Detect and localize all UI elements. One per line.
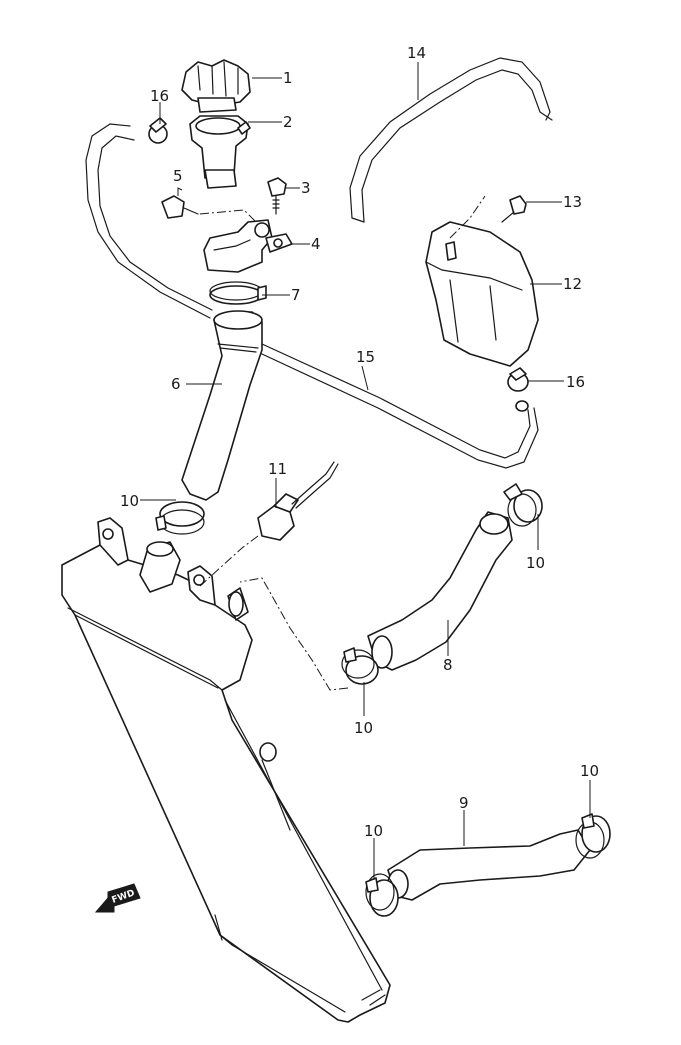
bracket [203, 219, 293, 273]
clamp-10-hose8-bottom [341, 647, 379, 685]
clamp-16-lower [507, 367, 529, 392]
callout-12: 12 [563, 275, 582, 293]
leader-lines [140, 62, 591, 880]
clamp-7 [209, 281, 267, 305]
callout-14: 14 [407, 44, 426, 62]
clamp-16-upper [148, 117, 168, 144]
radiator [61, 517, 391, 1023]
callout-8: 8 [443, 656, 453, 674]
temp-sensor [199, 461, 339, 587]
callout-labels: 1 2 3 4 5 6 7 8 9 10 10 10 10 10 11 12 1… [120, 44, 599, 840]
hose-8 [367, 511, 513, 671]
callout-5: 5 [173, 167, 183, 185]
callout-2: 2 [283, 113, 293, 131]
bolt-3 [267, 177, 287, 215]
filler-neck [189, 115, 251, 189]
callout-10-hose9-right: 10 [580, 762, 599, 780]
callout-10-hose8-left: 10 [354, 719, 373, 737]
filler-cap [181, 59, 251, 113]
hose-14 [349, 57, 553, 223]
fwd-arrow-icon: FWD [94, 883, 141, 913]
callout-10-top: 10 [120, 492, 139, 510]
callout-11: 11 [268, 460, 287, 478]
hose-15 [85, 123, 539, 469]
clamp-10-top [155, 501, 205, 535]
hose-8-dashline [239, 577, 349, 691]
callout-4: 4 [311, 235, 321, 253]
clamp-10-hose8-top [503, 483, 543, 527]
callout-13: 13 [563, 193, 582, 211]
hose-6 [181, 310, 263, 501]
callout-10-hose8-right: 10 [526, 554, 545, 572]
callout-15: 15 [356, 348, 375, 366]
clamp-10-hose9-right [575, 813, 611, 859]
callout-16-lower: 16 [566, 373, 585, 391]
callout-1: 1 [283, 69, 293, 87]
callout-6: 6 [171, 375, 181, 393]
callout-10-hose9-left: 10 [364, 822, 383, 840]
callout-3: 3 [301, 179, 311, 197]
bolt-5 [161, 195, 257, 223]
callout-9: 9 [459, 794, 469, 812]
callout-7: 7 [291, 286, 301, 304]
hose-9 [387, 829, 591, 901]
bolt-13 [501, 195, 527, 223]
callout-16-upper: 16 [150, 87, 169, 105]
reservoir-tank [425, 195, 539, 367]
clamp-10-hose9-left [365, 873, 399, 917]
